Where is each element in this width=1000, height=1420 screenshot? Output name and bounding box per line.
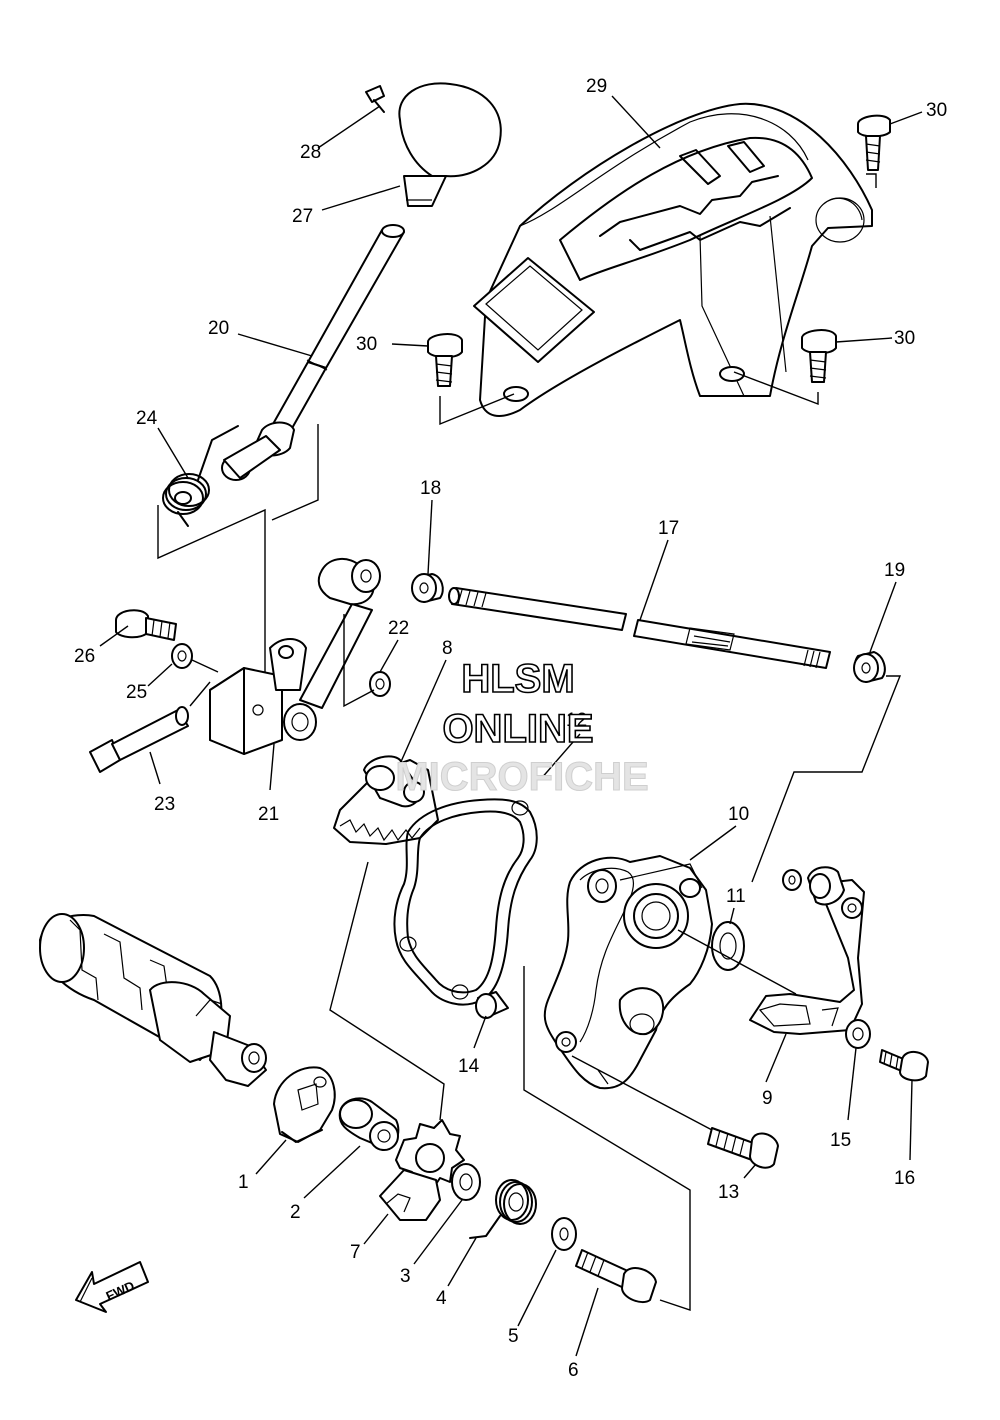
bolt-16 (879, 1049, 929, 1082)
callout-14: 14 (458, 1056, 480, 1077)
assembly-guide-line (329, 861, 445, 1121)
bolt-26 (115, 609, 177, 641)
shift-knob (398, 82, 502, 207)
watermark-line2: ONLINE (442, 707, 593, 751)
shift-knob-screw (365, 85, 385, 113)
callout-1: 1 (238, 1172, 249, 1193)
callout-29: 29 (586, 76, 607, 97)
washer-5 (551, 1217, 577, 1251)
callout-24: 24 (136, 408, 158, 429)
shift-arm-bracket-21 (209, 558, 381, 755)
shift-star-7 (379, 1119, 465, 1221)
segment-stopper-1 (273, 1066, 336, 1143)
assembly-guide-line (523, 966, 691, 1311)
callout-27: 27 (292, 206, 313, 227)
bolt-13 (707, 1127, 779, 1169)
callout-9: 9 (762, 1088, 773, 1109)
callout-17: 17 (658, 518, 679, 539)
bolt-30-left (427, 333, 463, 387)
callout-18: 18 (420, 478, 441, 499)
assembly-guide-line (751, 675, 902, 883)
callout-30-left: 30 (356, 334, 377, 355)
callout-15: 15 (830, 1130, 851, 1151)
callout-labels: 28 27 29 30 30 30 20 24 18 17 19 22 26 2… (74, 76, 947, 1381)
shift-drum (39, 913, 267, 1087)
shift-gate-cover (473, 102, 873, 417)
callout-13: 13 (718, 1182, 739, 1203)
callout-7: 7 (350, 1242, 361, 1263)
assembly-guide-line (439, 393, 515, 426)
callout-30-top: 30 (926, 100, 947, 121)
callout-12: 12 (566, 710, 587, 731)
side-cover-10 (543, 855, 713, 1090)
callout-3: 3 (400, 1266, 411, 1287)
callout-5: 5 (508, 1326, 519, 1347)
callout-10: 10 (728, 804, 749, 825)
shift-arm-9 (749, 866, 865, 1035)
bolt-6 (575, 1249, 657, 1304)
callout-16: 16 (894, 1168, 915, 1189)
collar-18 (411, 573, 444, 603)
callout-6: 6 (568, 1360, 579, 1381)
assembly-guide-line (733, 371, 819, 406)
pin-23 (89, 706, 189, 773)
callout-2: 2 (290, 1202, 301, 1223)
watermark: HLSM ONLINE MICROFICHE (395, 656, 649, 799)
assembly-guide-line (157, 505, 266, 700)
shift-lever-rod (221, 224, 405, 481)
callout-22: 22 (388, 618, 409, 639)
washer-15 (845, 1019, 871, 1049)
shift-segment-8 (333, 755, 439, 845)
oil-seal-11 (711, 921, 745, 971)
assembly-guide-line (271, 424, 319, 521)
spring-4 (469, 1179, 537, 1239)
callout-28: 28 (300, 142, 321, 163)
callout-25: 25 (126, 682, 147, 703)
collar-9-small (782, 869, 802, 891)
washer-25 (171, 643, 193, 669)
callout-23: 23 (154, 794, 175, 815)
callout-21: 21 (258, 804, 279, 825)
bolt-30-right (801, 329, 837, 383)
shift-shaft-17 (448, 587, 831, 669)
torsion-spring (162, 425, 239, 527)
assembly-guide-line (189, 681, 211, 707)
dowel-pin-14 (475, 991, 509, 1019)
watermark-line1: HLSM (461, 657, 574, 701)
collar-2 (338, 1097, 400, 1151)
washer-22 (369, 671, 391, 697)
gasket-12 (393, 798, 538, 1006)
assembly-guide-line (343, 614, 375, 708)
callout-11: 11 (726, 886, 746, 907)
callout-8: 8 (442, 638, 453, 659)
assembly-guide-line (571, 1055, 713, 1131)
leader-lines (99, 95, 923, 1357)
callout-30-right: 30 (894, 328, 915, 349)
callout-19: 19 (884, 560, 905, 581)
bolt-30-top-right (857, 114, 891, 171)
collar-19 (853, 651, 886, 683)
assembly-guide-line (191, 659, 219, 673)
callout-20: 20 (208, 318, 229, 339)
fwd-direction-arrow: FWD (75, 1261, 149, 1313)
assembly-guide-line (677, 929, 797, 995)
assembly-guide-line (866, 173, 877, 188)
washer-3 (451, 1163, 481, 1201)
callout-4: 4 (436, 1288, 447, 1309)
callout-26: 26 (74, 646, 95, 667)
watermark-line3: MICROFICHE (395, 755, 648, 799)
